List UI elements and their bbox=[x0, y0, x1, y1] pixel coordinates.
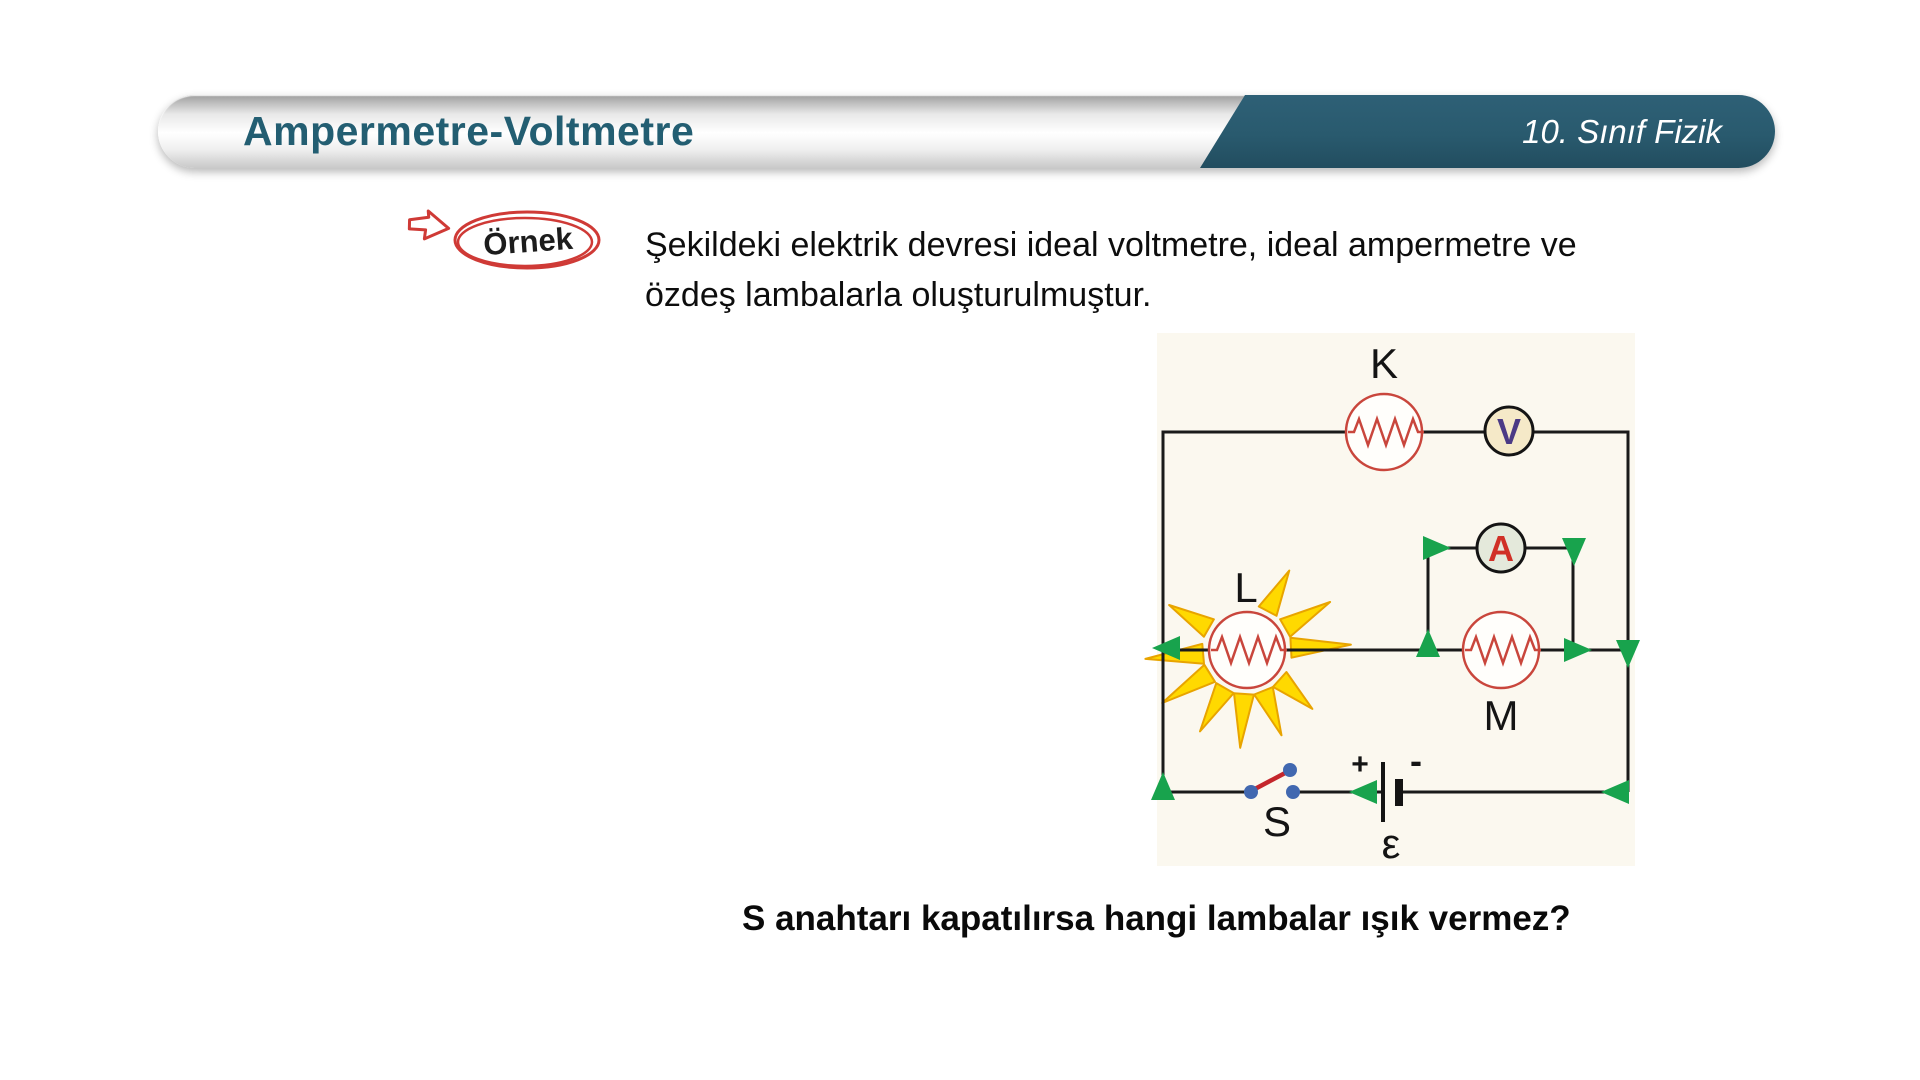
lamp-M-filament bbox=[1465, 633, 1541, 667]
battery: + - bbox=[1351, 740, 1422, 822]
switch-lever bbox=[1251, 770, 1289, 792]
lamp-L bbox=[1207, 610, 1287, 690]
sun-ray bbox=[1233, 692, 1255, 749]
current-arrow-left bbox=[1349, 780, 1377, 804]
switch-lever-tip bbox=[1283, 763, 1297, 777]
badge-oval-outer bbox=[453, 210, 601, 270]
header-bar: Ampermetre-Voltmetre 10. Sınıf Fizik bbox=[158, 95, 1775, 168]
current-arrow-right bbox=[1423, 536, 1451, 560]
header-teal-accent bbox=[1200, 95, 1775, 168]
lamp-M-circle bbox=[1461, 610, 1541, 690]
sun-ray bbox=[1168, 604, 1215, 638]
switch-S bbox=[1244, 763, 1300, 799]
voltmeter-circle bbox=[1483, 405, 1535, 457]
lamp-L-filament bbox=[1211, 633, 1287, 667]
doodle-arrow-icon bbox=[407, 209, 451, 241]
sun-ray bbox=[1161, 663, 1216, 704]
label-lamp-L: L bbox=[1234, 564, 1257, 611]
ammeter-circle bbox=[1475, 522, 1527, 574]
voltmeter: V bbox=[1483, 405, 1535, 457]
label-emf: ε bbox=[1382, 820, 1401, 867]
label-lamp-K: K bbox=[1370, 340, 1398, 387]
intro-line-1: Şekildeki elektrik devresi ideal voltmet… bbox=[645, 226, 1577, 264]
sun-ray bbox=[1257, 569, 1291, 617]
sun-ray bbox=[1199, 682, 1235, 733]
badge-label: Örnek bbox=[482, 221, 575, 262]
switch-contact-left bbox=[1244, 785, 1258, 799]
ammeter: A bbox=[1475, 522, 1527, 574]
problem-intro: Şekildeki elektrik devresi ideal voltmet… bbox=[645, 220, 1577, 320]
sun-ray bbox=[1253, 686, 1283, 737]
current-arrow-down bbox=[1562, 538, 1586, 566]
lamp-K bbox=[1344, 392, 1424, 472]
lamp-L-circle bbox=[1207, 610, 1287, 690]
voltmeter-letter: V bbox=[1497, 411, 1521, 452]
current-arrow-left bbox=[1152, 636, 1180, 660]
lamp-rays bbox=[1144, 569, 1352, 749]
question-text: S anahtarı kapatılırsa hangi lambalar ış… bbox=[742, 899, 1571, 938]
current-arrow-up bbox=[1151, 772, 1175, 800]
current-arrow-up bbox=[1416, 629, 1440, 657]
badge-oval-inner bbox=[456, 216, 594, 268]
circuit-svg: V A + - K L M S ε bbox=[1144, 333, 1640, 867]
label-lamp-M: M bbox=[1484, 692, 1519, 739]
intro-line-2: özdeş lambalarla oluşturulmuştur. bbox=[645, 276, 1152, 314]
current-arrow-right bbox=[1564, 638, 1592, 662]
label-switch-S: S bbox=[1263, 798, 1291, 845]
example-badge: Örnek bbox=[407, 209, 601, 270]
current-arrows bbox=[1151, 536, 1640, 804]
sun-ray bbox=[1272, 671, 1314, 710]
battery-minus-sign: - bbox=[1410, 740, 1422, 781]
page-title: Ampermetre-Voltmetre bbox=[243, 108, 695, 154]
battery-plus-sign: + bbox=[1351, 748, 1369, 781]
lamp-K-circle bbox=[1344, 392, 1424, 472]
lamp-K-filament bbox=[1348, 415, 1424, 449]
current-arrow-down bbox=[1616, 640, 1640, 668]
sun-ray bbox=[1279, 601, 1332, 638]
lamp-M bbox=[1461, 610, 1541, 690]
ammeter-letter: A bbox=[1488, 528, 1514, 569]
switch-contact-right bbox=[1286, 785, 1300, 799]
current-arrow-left bbox=[1601, 780, 1629, 804]
course-label: 10. Sınıf Fizik bbox=[1522, 112, 1722, 150]
